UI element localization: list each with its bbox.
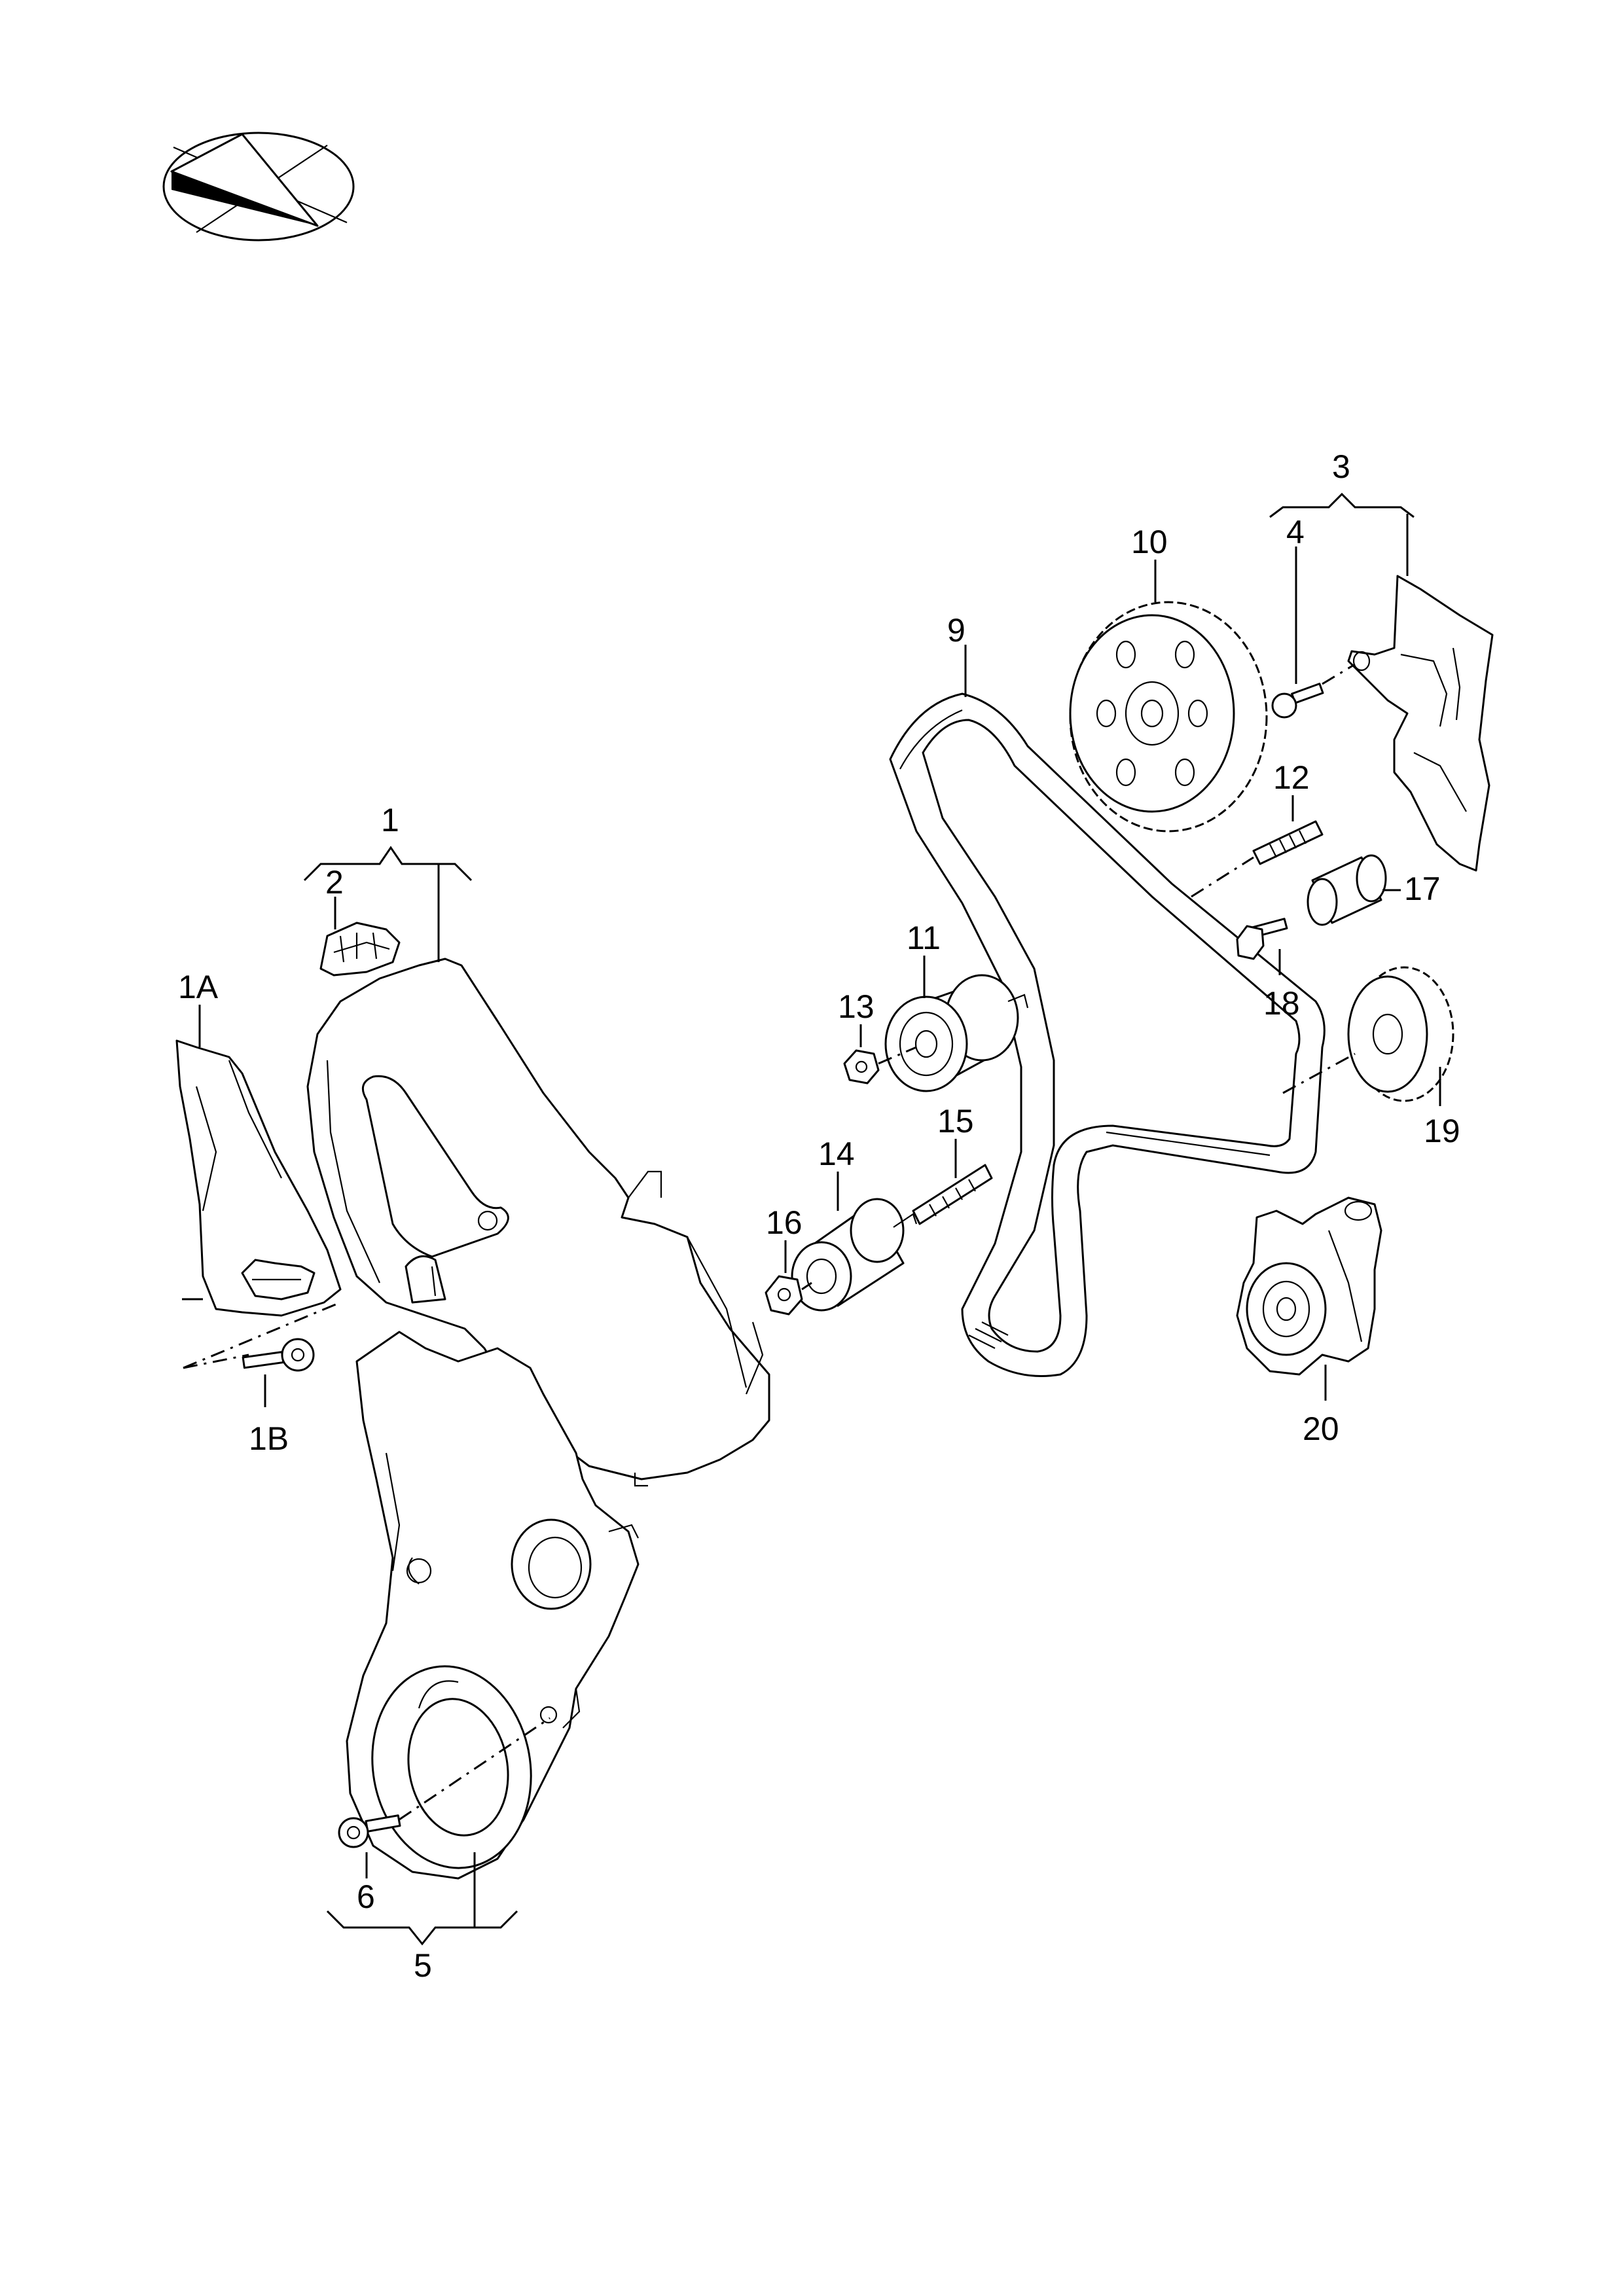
part-16-nut xyxy=(765,1275,803,1316)
callout-6: 6 xyxy=(357,1878,375,1915)
part-3-rear-cover xyxy=(1347,575,1494,872)
part-1a-cover xyxy=(175,1039,342,1317)
callout-17: 17 xyxy=(1404,870,1441,907)
callout-1: 1 xyxy=(381,802,399,838)
callout-14: 14 xyxy=(818,1136,855,1172)
callout-5: 5 xyxy=(414,1947,432,1984)
callout-16: 16 xyxy=(766,1204,803,1241)
part-2-clip xyxy=(319,922,401,977)
callout-15: 15 xyxy=(937,1103,974,1139)
callout-2: 2 xyxy=(325,864,344,901)
callout-18: 18 xyxy=(1263,985,1300,1022)
part-15-stud xyxy=(912,1164,993,1225)
orientation-compass-icon xyxy=(162,132,355,242)
part-5-lower-cover xyxy=(346,1331,640,1880)
callout-13: 13 xyxy=(838,988,875,1025)
callout-10: 10 xyxy=(1131,524,1168,560)
callout-20: 20 xyxy=(1303,1410,1339,1447)
part-1-upper-cover xyxy=(306,958,770,1487)
part-17-sleeve xyxy=(1307,854,1387,926)
part-12-stud xyxy=(1252,820,1324,865)
part-10-camshaft-sprocket xyxy=(1069,601,1268,833)
part-14-idler-roller xyxy=(791,1198,918,1312)
callout-11: 11 xyxy=(907,920,941,956)
callout-1a: 1A xyxy=(178,969,219,1005)
callout-19: 19 xyxy=(1424,1113,1460,1149)
part-13-nut xyxy=(843,1049,880,1085)
part-18-bolt xyxy=(1236,918,1288,960)
callout-9: 9 xyxy=(947,612,965,649)
part-4-bolt xyxy=(1271,683,1324,719)
part-11-tensioner-pulley xyxy=(884,974,1029,1092)
callout-12: 12 xyxy=(1273,759,1310,796)
part-6-bolt xyxy=(338,1814,401,1848)
part-1b-bolt xyxy=(242,1338,315,1372)
part-19-crank-sprocket xyxy=(1347,966,1454,1102)
part-9-timing-belt xyxy=(889,692,1326,1377)
callout-1b: 1B xyxy=(249,1420,289,1457)
callout-4: 4 xyxy=(1286,514,1305,550)
part-20-water-pump xyxy=(1236,1196,1382,1376)
callout-3: 3 xyxy=(1332,448,1350,485)
